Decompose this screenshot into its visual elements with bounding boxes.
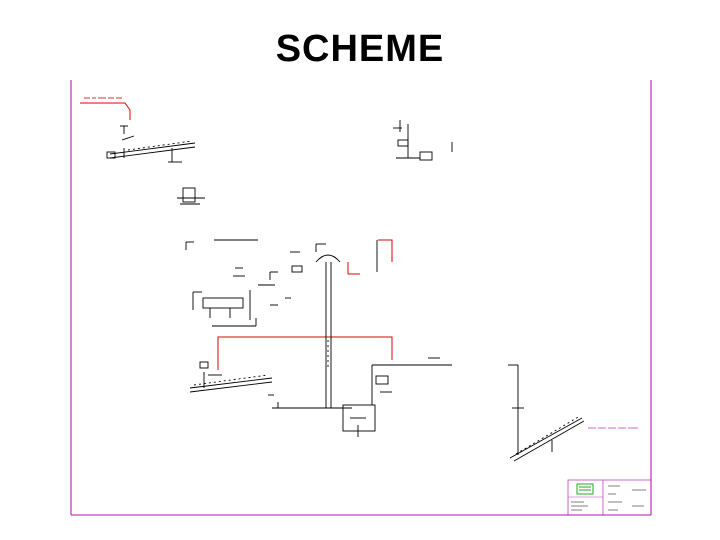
- green-stamp: [576, 483, 594, 495]
- conveyor-lower-left: [189, 361, 274, 396]
- unit-lower-center: [342, 364, 410, 437]
- drawing-title-block: [567, 479, 652, 516]
- red-return-line: [217, 336, 393, 370]
- unit-top-center: [393, 120, 453, 161]
- left-column-units: [177, 187, 278, 280]
- red-process-lines: [80, 102, 393, 370]
- title-block-frame: [567, 479, 652, 516]
- central-stack: [272, 243, 352, 409]
- red-branch-line: [378, 239, 393, 262]
- sheet-frame: [70, 80, 652, 516]
- red-inlet-line: [80, 102, 131, 120]
- machine-block-left: [192, 284, 291, 327]
- slide-title: SCHEME: [275, 28, 445, 70]
- conveyor-right: [376, 240, 585, 462]
- conveyor-top-left: [106, 125, 196, 163]
- equipment-lines: [106, 120, 585, 462]
- belt-dashes: [127, 140, 581, 455]
